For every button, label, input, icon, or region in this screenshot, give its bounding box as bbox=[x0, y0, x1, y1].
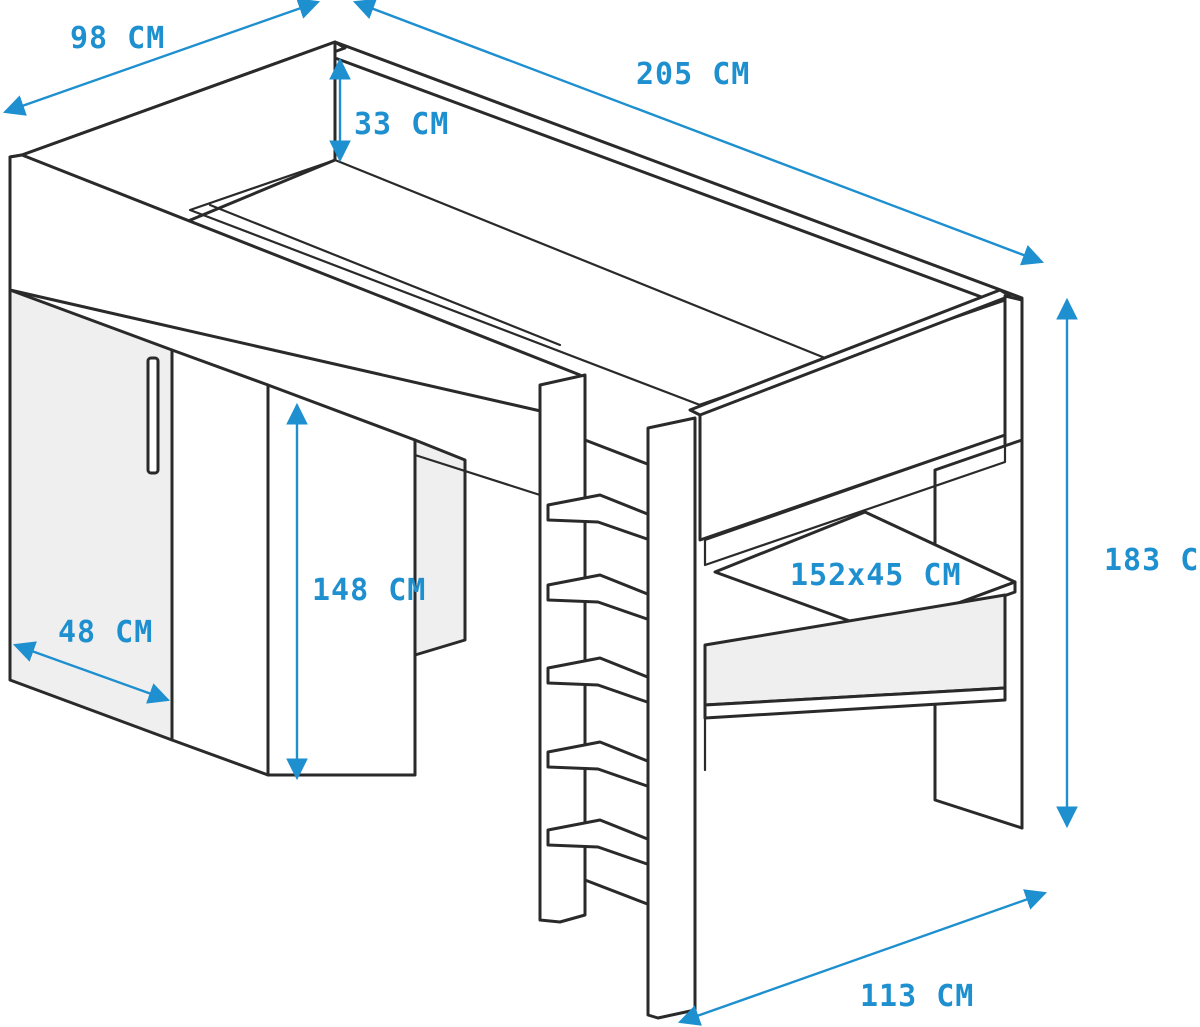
wardrobe-handle bbox=[146, 356, 160, 475]
under-bed-height-label: 148 CM bbox=[312, 573, 426, 608]
ladder-rail-right bbox=[646, 416, 697, 1020]
depth-label: 98 CM bbox=[70, 21, 165, 56]
guard-height-label: 33 CM bbox=[354, 107, 449, 142]
total-height-label: 183 CM bbox=[1104, 543, 1200, 578]
depth-dimension-line bbox=[2, 0, 321, 116]
wardrobe-width-dimension-line bbox=[12, 641, 171, 704]
dimension-lines bbox=[2, 0, 1078, 1026]
desk-depth-dimension-line bbox=[677, 889, 1048, 1026]
desk bbox=[703, 510, 1017, 772]
wardrobe-side bbox=[170, 348, 270, 777]
desk-size-label: 152x45 CM bbox=[790, 558, 962, 593]
wardrobe-width-label: 48 CM bbox=[58, 615, 153, 650]
ladder bbox=[538, 373, 697, 1020]
length-label: 205 CM bbox=[636, 57, 750, 92]
cabinet-side bbox=[413, 438, 467, 657]
length-dimension-line bbox=[352, 0, 1045, 266]
dimension-labels: 98 CM 205 CM 33 CM 183 CM 148 CM 152x45 … bbox=[58, 21, 1200, 1014]
desk-depth-label: 113 CM bbox=[860, 979, 974, 1014]
desk-lower-rail bbox=[703, 686, 1007, 720]
under-rail bbox=[703, 433, 1007, 567]
